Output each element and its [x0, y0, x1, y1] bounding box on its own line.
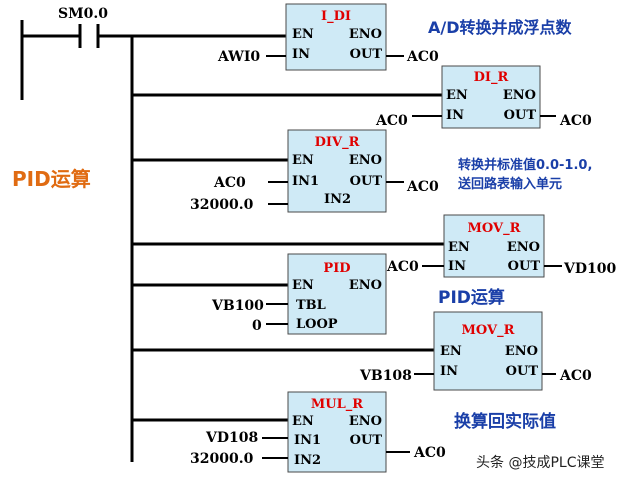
pin-in2: IN2: [294, 453, 321, 468]
note-back: 换算回实际值: [454, 411, 556, 432]
pin-en: EN: [446, 88, 468, 103]
pin-en: EN: [292, 414, 314, 429]
pin-en: EN: [440, 344, 462, 359]
pin-in1: IN1: [292, 174, 319, 189]
block-mul-r: MUL_R EN ENO IN1 OUT IN2: [287, 391, 387, 473]
note-ad: A/D转换并成浮点数: [428, 18, 573, 37]
operand-out: AC0: [406, 49, 439, 65]
block-title: MOV_R: [462, 323, 515, 338]
operand-tbl: VB100: [211, 298, 264, 314]
operand-in1: VD108: [205, 430, 258, 446]
pin-out: OUT: [504, 108, 537, 123]
block-title: MOV_R: [468, 221, 521, 236]
pin-out: OUT: [508, 259, 541, 274]
note-normalize-1: 转换并标准值0.0-1.0,: [458, 157, 592, 173]
pin-in: IN: [448, 259, 466, 274]
pin-eno: ENO: [349, 27, 382, 42]
operand-in2: 32000.0: [190, 197, 254, 213]
operand-in1: AC0: [213, 175, 246, 191]
pin-in: IN: [440, 364, 458, 379]
watermark: 头条 @技成PLC课堂: [476, 454, 604, 471]
pin-eno: ENO: [349, 278, 382, 293]
pin-out: OUT: [350, 174, 383, 189]
operand-out: VD100: [563, 261, 616, 277]
pin-en: EN: [448, 240, 470, 255]
block-div-r: DIV_R EN ENO IN1 OUT IN2: [287, 129, 387, 213]
block-title: DI_R: [474, 70, 509, 85]
operand-out: AC0: [406, 179, 439, 195]
operand-in: AWI0: [217, 49, 260, 65]
pin-en: EN: [292, 153, 314, 168]
pin-en: EN: [292, 278, 314, 293]
operand-in: AC0: [375, 113, 408, 129]
pin-in1: IN1: [294, 433, 321, 448]
operand-loop: 0: [252, 318, 262, 334]
pin-eno: ENO: [507, 240, 540, 255]
operand-out: AC0: [559, 368, 592, 384]
pin-out: OUT: [350, 47, 383, 62]
operand-out: AC0: [413, 445, 446, 461]
pin-eno: ENO: [349, 414, 382, 429]
pin-en: EN: [292, 27, 314, 42]
contact-label: SM0.0: [58, 6, 108, 22]
note-pid: PID运算: [438, 287, 505, 308]
block-pid: PID EN ENO TBL LOOP: [287, 253, 387, 335]
operand-in: VB108: [359, 368, 412, 384]
block-di-r: DI_R EN ENO IN OUT: [441, 65, 541, 129]
operand-in2: 32000.0: [190, 451, 254, 467]
pin-out: OUT: [506, 364, 539, 379]
operand-out: AC0: [559, 113, 592, 129]
pin-in2: IN2: [324, 192, 351, 207]
block-title: MUL_R: [311, 397, 363, 412]
pin-out: OUT: [350, 433, 383, 448]
pin-in: IN: [446, 108, 464, 123]
pin-eno: ENO: [505, 344, 538, 359]
operand-in: AC0: [386, 259, 419, 275]
pin-in: IN: [292, 47, 310, 62]
pin-eno: ENO: [349, 153, 382, 168]
block-mov-r2: MOV_R EN ENO IN OUT: [433, 311, 543, 391]
block-title: DIV_R: [315, 135, 360, 150]
pin-tbl: TBL: [296, 298, 326, 313]
pin-eno: ENO: [503, 88, 536, 103]
block-mov-r1: MOV_R EN ENO IN OUT: [443, 214, 545, 278]
block-i-di: I_DI EN ENO IN OUT: [285, 3, 387, 71]
block-title: PID: [323, 261, 350, 276]
pin-loop: LOOP: [296, 317, 338, 332]
block-title: I_DI: [321, 9, 351, 24]
note-normalize-2: 送回路表输入单元: [457, 176, 562, 192]
side-label: PID运算: [12, 167, 91, 191]
